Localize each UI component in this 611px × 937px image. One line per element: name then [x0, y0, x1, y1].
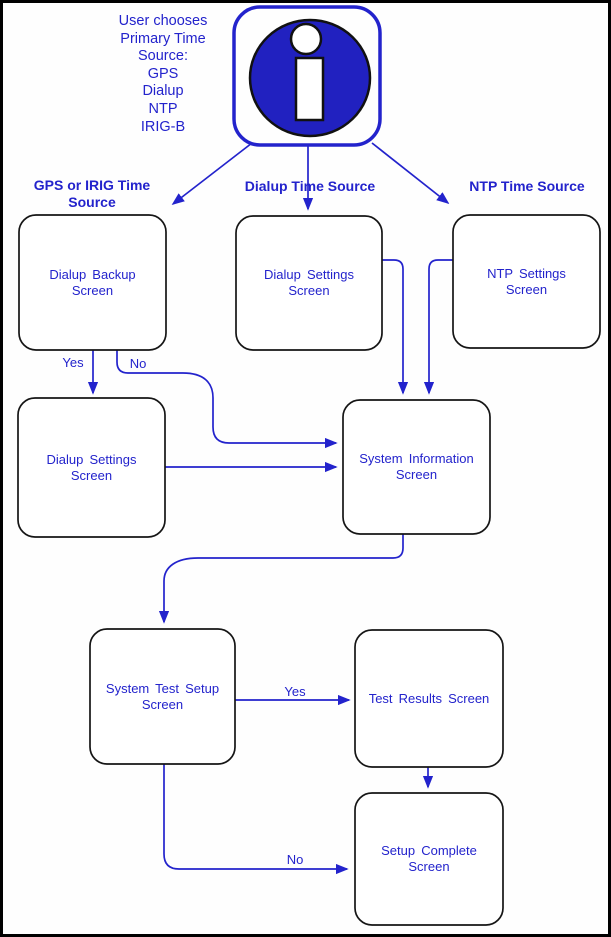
edge-sysinfo-to-testsetup	[158, 534, 404, 624]
edge-label-test-no: No	[286, 852, 304, 867]
edge-icon-to-ntp	[371, 142, 450, 205]
node-label-text: Dialup Settings Screen	[264, 267, 354, 298]
branch-header-gps-line1: GPS or IRIG Time	[33, 177, 151, 193]
info-icon	[232, 5, 382, 147]
edge-label-backup-no: No	[129, 356, 147, 371]
node-box-ntp-settings	[452, 214, 601, 349]
node-box-system-test-setup	[89, 628, 236, 765]
node-label-text: System Information Screen	[359, 451, 474, 482]
branch-header-gps: GPS or IRIG Time Source	[17, 177, 167, 210]
note-line: Dialup	[142, 83, 184, 100]
node-label-text: System Test Setup Screen	[105, 680, 220, 712]
flowchart-graphics	[17, 5, 601, 926]
node-box-test-results	[354, 629, 504, 768]
node-ntp-settings-screen: NTP Settings Screen	[453, 215, 600, 348]
node-system-information-screen: System Information Screen	[343, 400, 490, 534]
edge-backup-no	[116, 350, 338, 449]
branch-header-ntp: NTP Time Source	[469, 178, 585, 194]
node-box-system-information	[342, 399, 491, 535]
note-line: Source:	[138, 48, 188, 65]
node-label-text: Test Results Screen	[368, 690, 490, 706]
node-label-text: NTP Settings Screen	[487, 265, 566, 297]
edge-dialupmid-to-sysinfo	[382, 259, 409, 395]
primary-time-source-note: User chooses Primary Time Source: GPS Di…	[95, 13, 231, 136]
node-label-text: Setup Complete Screen	[381, 843, 477, 874]
branch-header-dialup: Dialup Time Source	[244, 178, 376, 194]
edge-label-backup-yes: Yes	[62, 355, 84, 370]
node-box-dialup-settings-left	[17, 397, 166, 538]
node-system-test-setup-screen: System Test Setup Screen	[90, 629, 235, 764]
note-line: GPS	[147, 65, 179, 82]
note-line: IRIG-B	[140, 118, 186, 135]
node-dialup-backup-screen: Dialup Backup Screen	[19, 215, 166, 350]
node-setup-complete-screen: Setup Complete Screen	[355, 793, 503, 925]
edge-icon-to-gps	[171, 142, 253, 206]
node-box-setup-complete	[354, 792, 504, 926]
node-dialup-settings-screen-top: Dialup Settings Screen	[236, 216, 382, 350]
note-line: Primary Time	[120, 30, 206, 47]
edge-testsetup-no	[163, 764, 349, 875]
node-boxes	[17, 214, 601, 926]
node-box-dialup-backup	[18, 214, 167, 351]
node-label-text: Dialup Backup Screen	[49, 266, 136, 298]
node-dialup-settings-screen-left: Dialup Settings Screen	[18, 398, 165, 537]
note-line: User chooses	[118, 13, 208, 29]
edge-label-test-yes: Yes	[284, 684, 306, 699]
node-box-dialup-settings-mid	[235, 215, 383, 351]
edge-ntp-to-sysinfo	[423, 259, 453, 395]
node-test-results-screen: Test Results Screen	[355, 630, 503, 767]
connectors	[87, 142, 453, 875]
note-line: NTP	[148, 100, 178, 117]
branch-header-gps-line2: Source	[68, 193, 116, 210]
node-label-text: Dialup Settings Screen	[46, 451, 137, 483]
